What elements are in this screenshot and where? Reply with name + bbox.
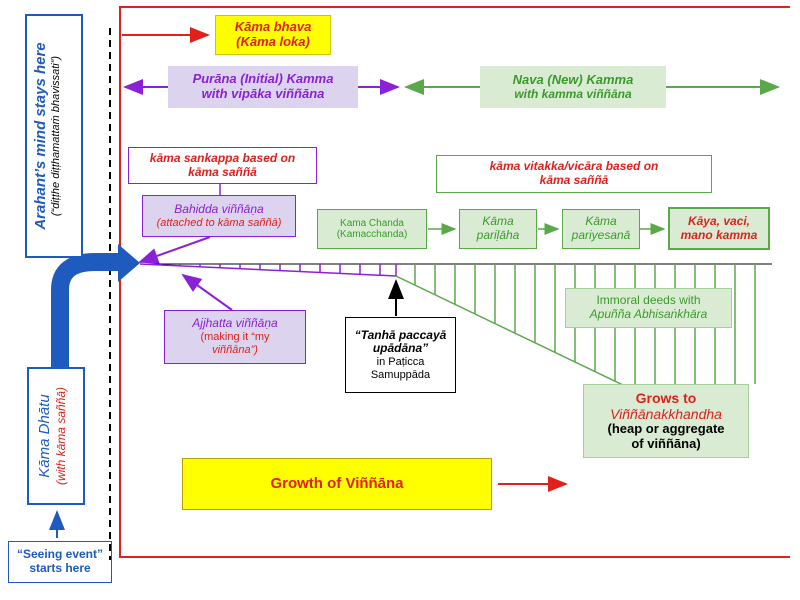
kama-chanda-line2: (Kamacchanda) (336, 229, 408, 240)
kama-bhava-line2: (Kāma loka) (236, 34, 310, 49)
arahant-text: Arahant’s mind stays here (“diṭṭhe diṭṭh… (32, 16, 76, 256)
kama-bhava-box: Kāma bhava (Kāma loka) (215, 15, 331, 55)
kama-vitakka-line1: kāma vitakka/vicāra based on (489, 159, 659, 174)
purana-line2: with vipāka viññāna (201, 86, 325, 101)
blue-arrow-head (118, 244, 140, 282)
arahant-subtitle: (“diṭṭhe diṭṭhamattaṁ bhavissati”) (50, 55, 62, 217)
kama-pariyesana-line2: pariyesanā (571, 228, 631, 242)
kama-chanda-line1: Kama Chanda (340, 217, 404, 229)
bahidda-line2: (attached to kāma saññā) (156, 216, 282, 229)
bahidda-line1: Bahidda viññāṇa (174, 201, 264, 216)
tanha-line4: Samuppāda (370, 368, 431, 381)
kama-bhava-line1: Kāma bhava (234, 19, 312, 35)
grows-to-box: Grows to Viññānakkhandha (heap or aggreg… (583, 384, 749, 458)
grows-line3: (heap or aggregate (607, 421, 725, 437)
nava-line1: Nava (New) Kamma (512, 71, 634, 87)
seeing-event-line2: starts here (29, 561, 91, 575)
kama-sankappa-box: kāma sankappa based on kāma saññā (128, 147, 317, 184)
kaya-vaci-line2: mano kamma (680, 227, 758, 242)
red-frame (119, 6, 790, 558)
tanha-line2: upādāna” (372, 341, 429, 356)
purple-arrow-ajjhatta (181, 273, 233, 311)
purple-arrow-bahidda (138, 236, 211, 264)
immoral-line2: Apuñña Abhisaṅkhāra (589, 307, 708, 321)
ajjhatta-box: Ajjhatta viññāṇa (making it “my viññāna”… (164, 310, 306, 364)
nava-line2: with kamma viññāna (514, 86, 632, 101)
bahidda-box: Bahidda viññāṇa (attached to kāma saññā) (142, 195, 296, 237)
seeing-event-line1: “Seeing event” (16, 547, 104, 562)
purana-kamma-box: Purāna (Initial) Kamma with vipāka viññā… (168, 66, 358, 108)
kama-vitakka-line2: kāma saññā (539, 173, 609, 187)
purana-line1: Purāna (Initial) Kamma (192, 71, 334, 87)
kama-dhatu-title: Kāma Dhātu (36, 394, 53, 478)
kama-sankappa-line1: kāma sankappa based on (149, 150, 296, 165)
purple-hatch (159, 264, 397, 276)
immoral-deeds-box: Immoral deeds with Apuñña Abhisaṅkhāra (565, 288, 732, 328)
kama-dhatu-box: Kāma Dhātu (with kāma saññā) (27, 367, 85, 505)
ajjhatta-line2: (making it “my (200, 331, 270, 344)
ajjhatta-line3: viññāna”) (212, 343, 258, 356)
kama-pariyesana-box: Kāma pariyesanā (562, 209, 640, 249)
nava-kamma-box: Nava (New) Kamma with kamma viññāna (480, 66, 666, 108)
tanha-line3: in Paṭicca (376, 356, 425, 369)
kama-dhatu-text: Kāma Dhātu (with kāma saññā) (36, 369, 76, 503)
growth-box: Growth of Viññāna (182, 458, 492, 510)
immoral-line1: Immoral deeds with (596, 293, 701, 308)
kama-chanda-box: Kama Chanda (Kamacchanda) (317, 209, 427, 249)
grows-line4: of viññāna) (631, 436, 701, 452)
kama-parilaha-box: Kāma pariḷāha (459, 209, 537, 249)
kama-sankappa-line2: kāma saññā (188, 164, 257, 179)
arahant-box: Arahant’s mind stays here (“diṭṭhe diṭṭh… (25, 14, 83, 258)
kaya-vaci-box: Kāya, vaci, mano kamma (668, 207, 770, 250)
tanha-line1: “Tanhā paccayā (354, 327, 447, 342)
kama-parilaha-line1: Kāma (482, 214, 514, 229)
kama-vitakka-box: kāma vitakka/vicāra based on kāma saññā (436, 155, 712, 193)
seeing-event-box: “Seeing event” starts here (8, 541, 112, 583)
ajjhatta-line1: Ajjhatta viññāṇa (192, 316, 278, 331)
grows-line2: Viññānakkhandha (610, 406, 722, 423)
kama-dhatu-subtitle: (with kāma saññā) (54, 386, 68, 486)
kama-parilaha-line2: pariḷāha (476, 228, 520, 242)
tanha-box: “Tanhā paccayā upādāna” in Paṭicca Samup… (345, 317, 456, 393)
kaya-vaci-line1: Kāya, vaci, (687, 213, 751, 228)
green-hatch (414, 264, 756, 391)
arahant-title: Arahant’s mind stays here (32, 42, 49, 230)
growth-label: Growth of Viññāna (270, 475, 404, 493)
grows-line1: Grows to (635, 389, 697, 406)
blue-curved-arrow (51, 253, 122, 372)
kama-pariyesana-line1: Kāma (585, 214, 617, 229)
